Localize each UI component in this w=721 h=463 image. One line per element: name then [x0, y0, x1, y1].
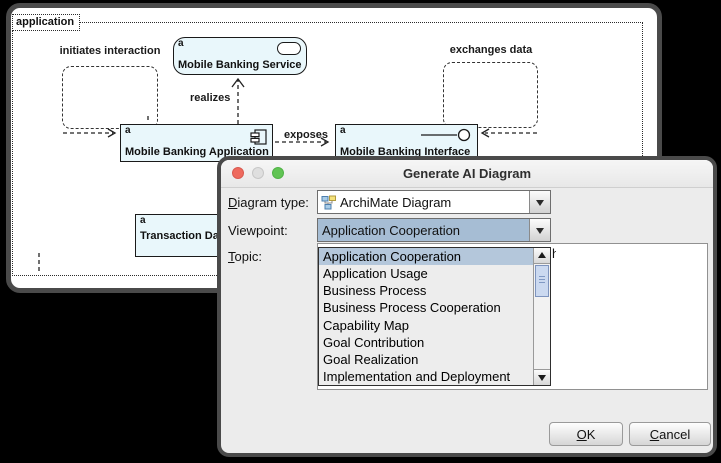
topic-text-fragment: h: [552, 246, 556, 259]
viewpoint-value: Application Cooperation: [322, 222, 461, 238]
triangle-up-icon: [538, 248, 546, 258]
archimate-diagram-icon: [321, 195, 336, 210]
viewpoint-option[interactable]: Goal Contribution: [323, 334, 425, 350]
dialog-body: Diagram type: ArchiMate Diagram Viewpoin…: [221, 187, 713, 453]
node-mobile-banking-service[interactable]: a Mobile Banking Service: [173, 37, 307, 75]
exchanges-data-note[interactable]: [443, 62, 538, 128]
interface-lollipop-icon: [421, 128, 471, 142]
viewpoint-option[interactable]: Capability Map: [323, 317, 409, 333]
listbox-scrollbar[interactable]: [533, 248, 550, 385]
layer-marker: a: [140, 215, 146, 226]
viewpoint-option[interactable]: Application Cooperation: [319, 248, 533, 266]
layer-marker: a: [178, 38, 184, 49]
close-button[interactable]: [232, 167, 244, 179]
layer-marker: a: [125, 125, 131, 136]
viewpoint-label: Viewpoint:: [228, 223, 288, 238]
node-name: Mobile Banking Service: [178, 59, 302, 71]
initiates-interaction-label: initiates interaction: [59, 45, 161, 57]
generate-ai-diagram-dialog: Generate AI Diagram Diagram type: ArchiM…: [217, 156, 717, 457]
viewpoint-combobox[interactable]: Application Cooperation: [317, 218, 551, 242]
exchanges-data-label: exchanges data: [449, 44, 533, 56]
application-group-label: application: [12, 14, 80, 31]
initiates-interaction-note[interactable]: [62, 66, 158, 129]
viewpoint-option[interactable]: Application Usage: [323, 266, 428, 282]
relationship-connectors: [38, 77, 537, 274]
component-icon: [250, 129, 267, 145]
dialog-titlebar[interactable]: Generate AI Diagram: [221, 160, 713, 188]
node-mobile-banking-application[interactable]: a Mobile Banking Application: [120, 124, 273, 162]
combo-dropdown-button[interactable]: [529, 191, 550, 213]
triangle-down-icon: [538, 375, 546, 385]
window-controls: [232, 167, 284, 179]
node-name: Transaction Data: [140, 230, 229, 242]
scroll-down-button[interactable]: [534, 369, 550, 385]
cancel-button[interactable]: Cancel: [629, 422, 711, 446]
viewpoint-option[interactable]: Implementation and Deployment: [323, 368, 511, 384]
minimize-button[interactable]: [252, 167, 264, 179]
ok-button[interactable]: OK: [549, 422, 623, 446]
viewpoint-option[interactable]: Business Process Cooperation: [323, 300, 501, 316]
exposes-label: exposes: [283, 129, 329, 141]
node-mobile-banking-interface[interactable]: a Mobile Banking Interface: [335, 124, 478, 162]
combo-dropdown-button[interactable]: [529, 219, 550, 241]
viewpoint-option[interactable]: Goal Realization: [323, 351, 419, 367]
zoom-button[interactable]: [272, 167, 284, 179]
scroll-up-button[interactable]: [534, 248, 550, 264]
diagram-type-value: ArchiMate Diagram: [340, 194, 452, 210]
node-name: Mobile Banking Application: [125, 146, 269, 158]
viewpoint-option[interactable]: Business Process: [323, 283, 427, 299]
chevron-down-icon: [536, 227, 544, 238]
diagram-type-combobox[interactable]: ArchiMate Diagram: [317, 190, 551, 214]
chevron-down-icon: [536, 199, 544, 210]
diagram-type-label: Diagram type:: [228, 195, 309, 210]
layer-marker: a: [340, 125, 346, 136]
realizes-label: realizes: [190, 92, 231, 104]
dialog-title: Generate AI Diagram: [402, 166, 532, 181]
node-name: Mobile Banking Interface: [340, 146, 471, 158]
topic-label: Topic:: [228, 249, 262, 264]
scrollbar-thumb[interactable]: [535, 265, 549, 297]
service-icon: [277, 42, 301, 55]
